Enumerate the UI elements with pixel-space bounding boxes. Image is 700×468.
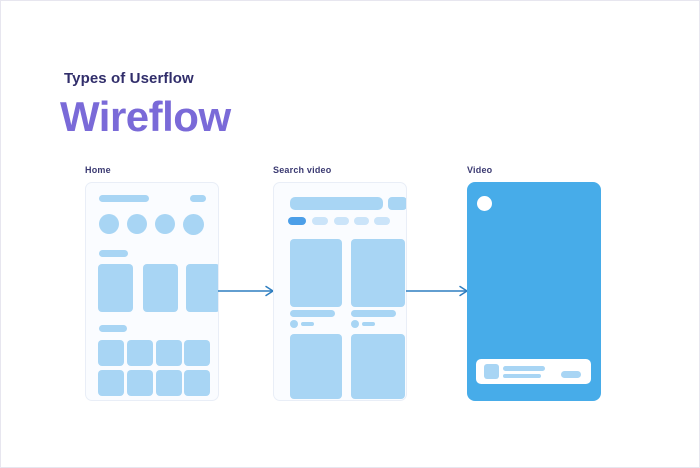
video-title-bar: [351, 310, 396, 317]
home-tile-placeholder: [156, 340, 182, 366]
home-avatar-circle: [155, 214, 175, 234]
home-avatar-circle: [99, 214, 119, 234]
filter-chip-active: [288, 217, 306, 225]
channel-avatar-circle: [351, 320, 359, 328]
flow-arrow-home-to-search: [218, 285, 274, 297]
video-info-bar: [476, 359, 591, 384]
home-tile-placeholder: [184, 340, 210, 366]
wireframe-search-video: [273, 182, 407, 401]
home-card-placeholder: [186, 264, 218, 312]
frame-label-home: Home: [85, 165, 111, 175]
search-button-placeholder: [388, 197, 406, 210]
channel-avatar-circle: [290, 320, 298, 328]
home-tile-placeholder: [156, 370, 182, 396]
home-tile-placeholder: [127, 340, 153, 366]
home-tile-placeholder: [127, 370, 153, 396]
frame-label-video: Video: [467, 165, 493, 175]
channel-name-bar: [362, 322, 375, 326]
home-card-placeholder: [143, 264, 178, 312]
home-tile-placeholder: [98, 340, 124, 366]
home-card-placeholder: [98, 264, 133, 312]
video-title-bar: [290, 310, 335, 317]
video-thumbnail-placeholder: [351, 334, 405, 399]
wireframe-home: [85, 182, 219, 401]
home-avatar-circle: [183, 214, 204, 235]
video-thumbnail-placeholder: [290, 334, 342, 399]
search-bar-placeholder: [290, 197, 383, 210]
channel-name-bar: [301, 322, 314, 326]
video-info-thumbnail: [484, 364, 499, 379]
home-tile-placeholder: [98, 370, 124, 396]
diagram-title: Wireflow: [60, 93, 231, 140]
filter-chip: [312, 217, 328, 225]
video-info-action-pill: [561, 371, 581, 378]
home-tile-placeholder: [184, 370, 210, 396]
home-section-label-bar: [99, 325, 127, 332]
home-header-chip: [190, 195, 206, 202]
video-thumbnail-placeholder: [351, 239, 405, 307]
video-thumbnail-placeholder: [290, 239, 342, 307]
filter-chip: [334, 217, 349, 225]
frame-label-search-video: Search video: [273, 165, 332, 175]
flow-arrow-search-to-video: [406, 285, 468, 297]
video-screen-circle: [477, 196, 492, 211]
diagram-subtitle: Types of Userflow: [64, 70, 194, 87]
wireframe-video-player: [467, 182, 601, 401]
video-info-line: [503, 366, 545, 371]
filter-chip: [374, 217, 390, 225]
home-avatar-circle: [127, 214, 147, 234]
filter-chip: [354, 217, 369, 225]
home-section-label-bar: [99, 250, 128, 257]
home-header-bar: [99, 195, 149, 202]
video-info-line: [503, 374, 541, 378]
